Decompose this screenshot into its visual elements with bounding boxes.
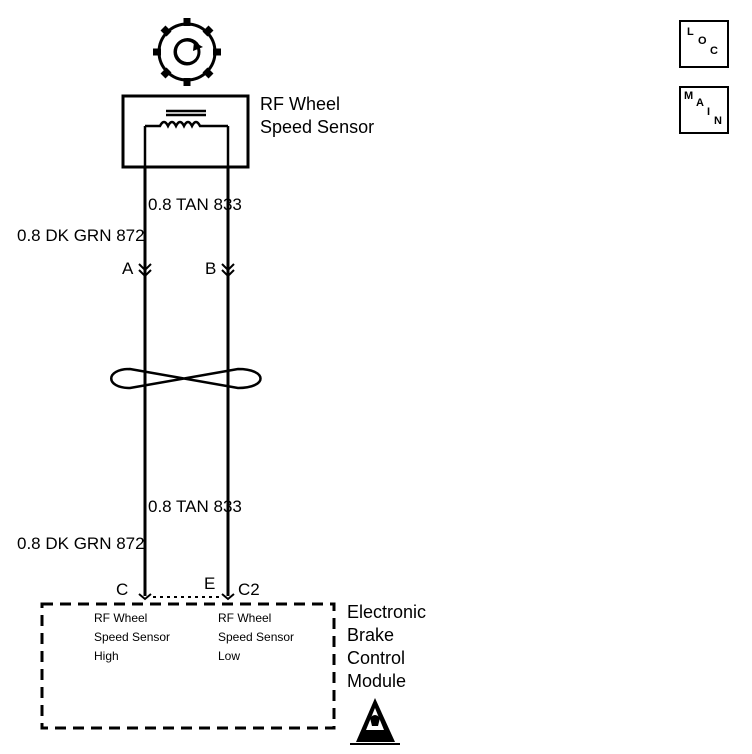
- main-letter-n: N: [714, 115, 722, 127]
- module-low-line1: RF Wheel: [218, 611, 272, 625]
- pin-label-c: C: [116, 580, 129, 599]
- sensor-gear-icon: [153, 18, 221, 86]
- sensor-label-line1: RF Wheel: [260, 94, 341, 114]
- loc-badge[interactable]: L O C: [679, 20, 729, 68]
- loc-letter-l: L: [687, 26, 694, 38]
- loc-letter-o: O: [698, 35, 707, 47]
- main-letter-i: I: [707, 106, 711, 118]
- main-letter-m: M: [684, 90, 694, 102]
- connector-chevrons-top: [138, 263, 235, 278]
- pin-label-c2: C2: [238, 580, 260, 599]
- wire-label-tan-top: 0.8 TAN 833: [148, 195, 242, 214]
- esd-warning-icon: [350, 698, 400, 745]
- wire-label-tan-bottom: 0.8 TAN 833: [148, 497, 242, 516]
- twisted-pair-icon: [110, 367, 262, 390]
- connector-chevrons-bottom: [138, 593, 235, 601]
- module-high-line3: High: [94, 649, 119, 663]
- module-low-line2: Speed Sensor: [218, 630, 295, 644]
- module-high-line1: RF Wheel: [94, 611, 148, 625]
- sensor-label-line2: Speed Sensor: [260, 117, 375, 137]
- module-label-line1: Electronic: [347, 602, 427, 622]
- module-label-line3: Control: [347, 648, 406, 668]
- pin-label-b: B: [205, 259, 217, 278]
- module-low-line3: Low: [218, 649, 241, 663]
- sensor-box: [121, 94, 250, 169]
- main-badge[interactable]: M A I N: [679, 86, 729, 134]
- sensor-coil: [143, 109, 230, 168]
- module-label-line4: Module: [347, 671, 407, 691]
- pin-label-a: A: [122, 259, 134, 278]
- pin-label-e: E: [204, 574, 216, 593]
- main-letter-a: A: [696, 97, 704, 109]
- module-box: [40, 602, 336, 730]
- wire-label-dkgrn-top: 0.8 DK GRN 872: [17, 226, 145, 245]
- wire-label-dkgrn-bottom: 0.8 DK GRN 872: [17, 534, 145, 553]
- module-high-line2: Speed Sensor: [94, 630, 171, 644]
- loc-letter-c: C: [710, 45, 718, 57]
- module-label-line2: Brake: [347, 625, 395, 645]
